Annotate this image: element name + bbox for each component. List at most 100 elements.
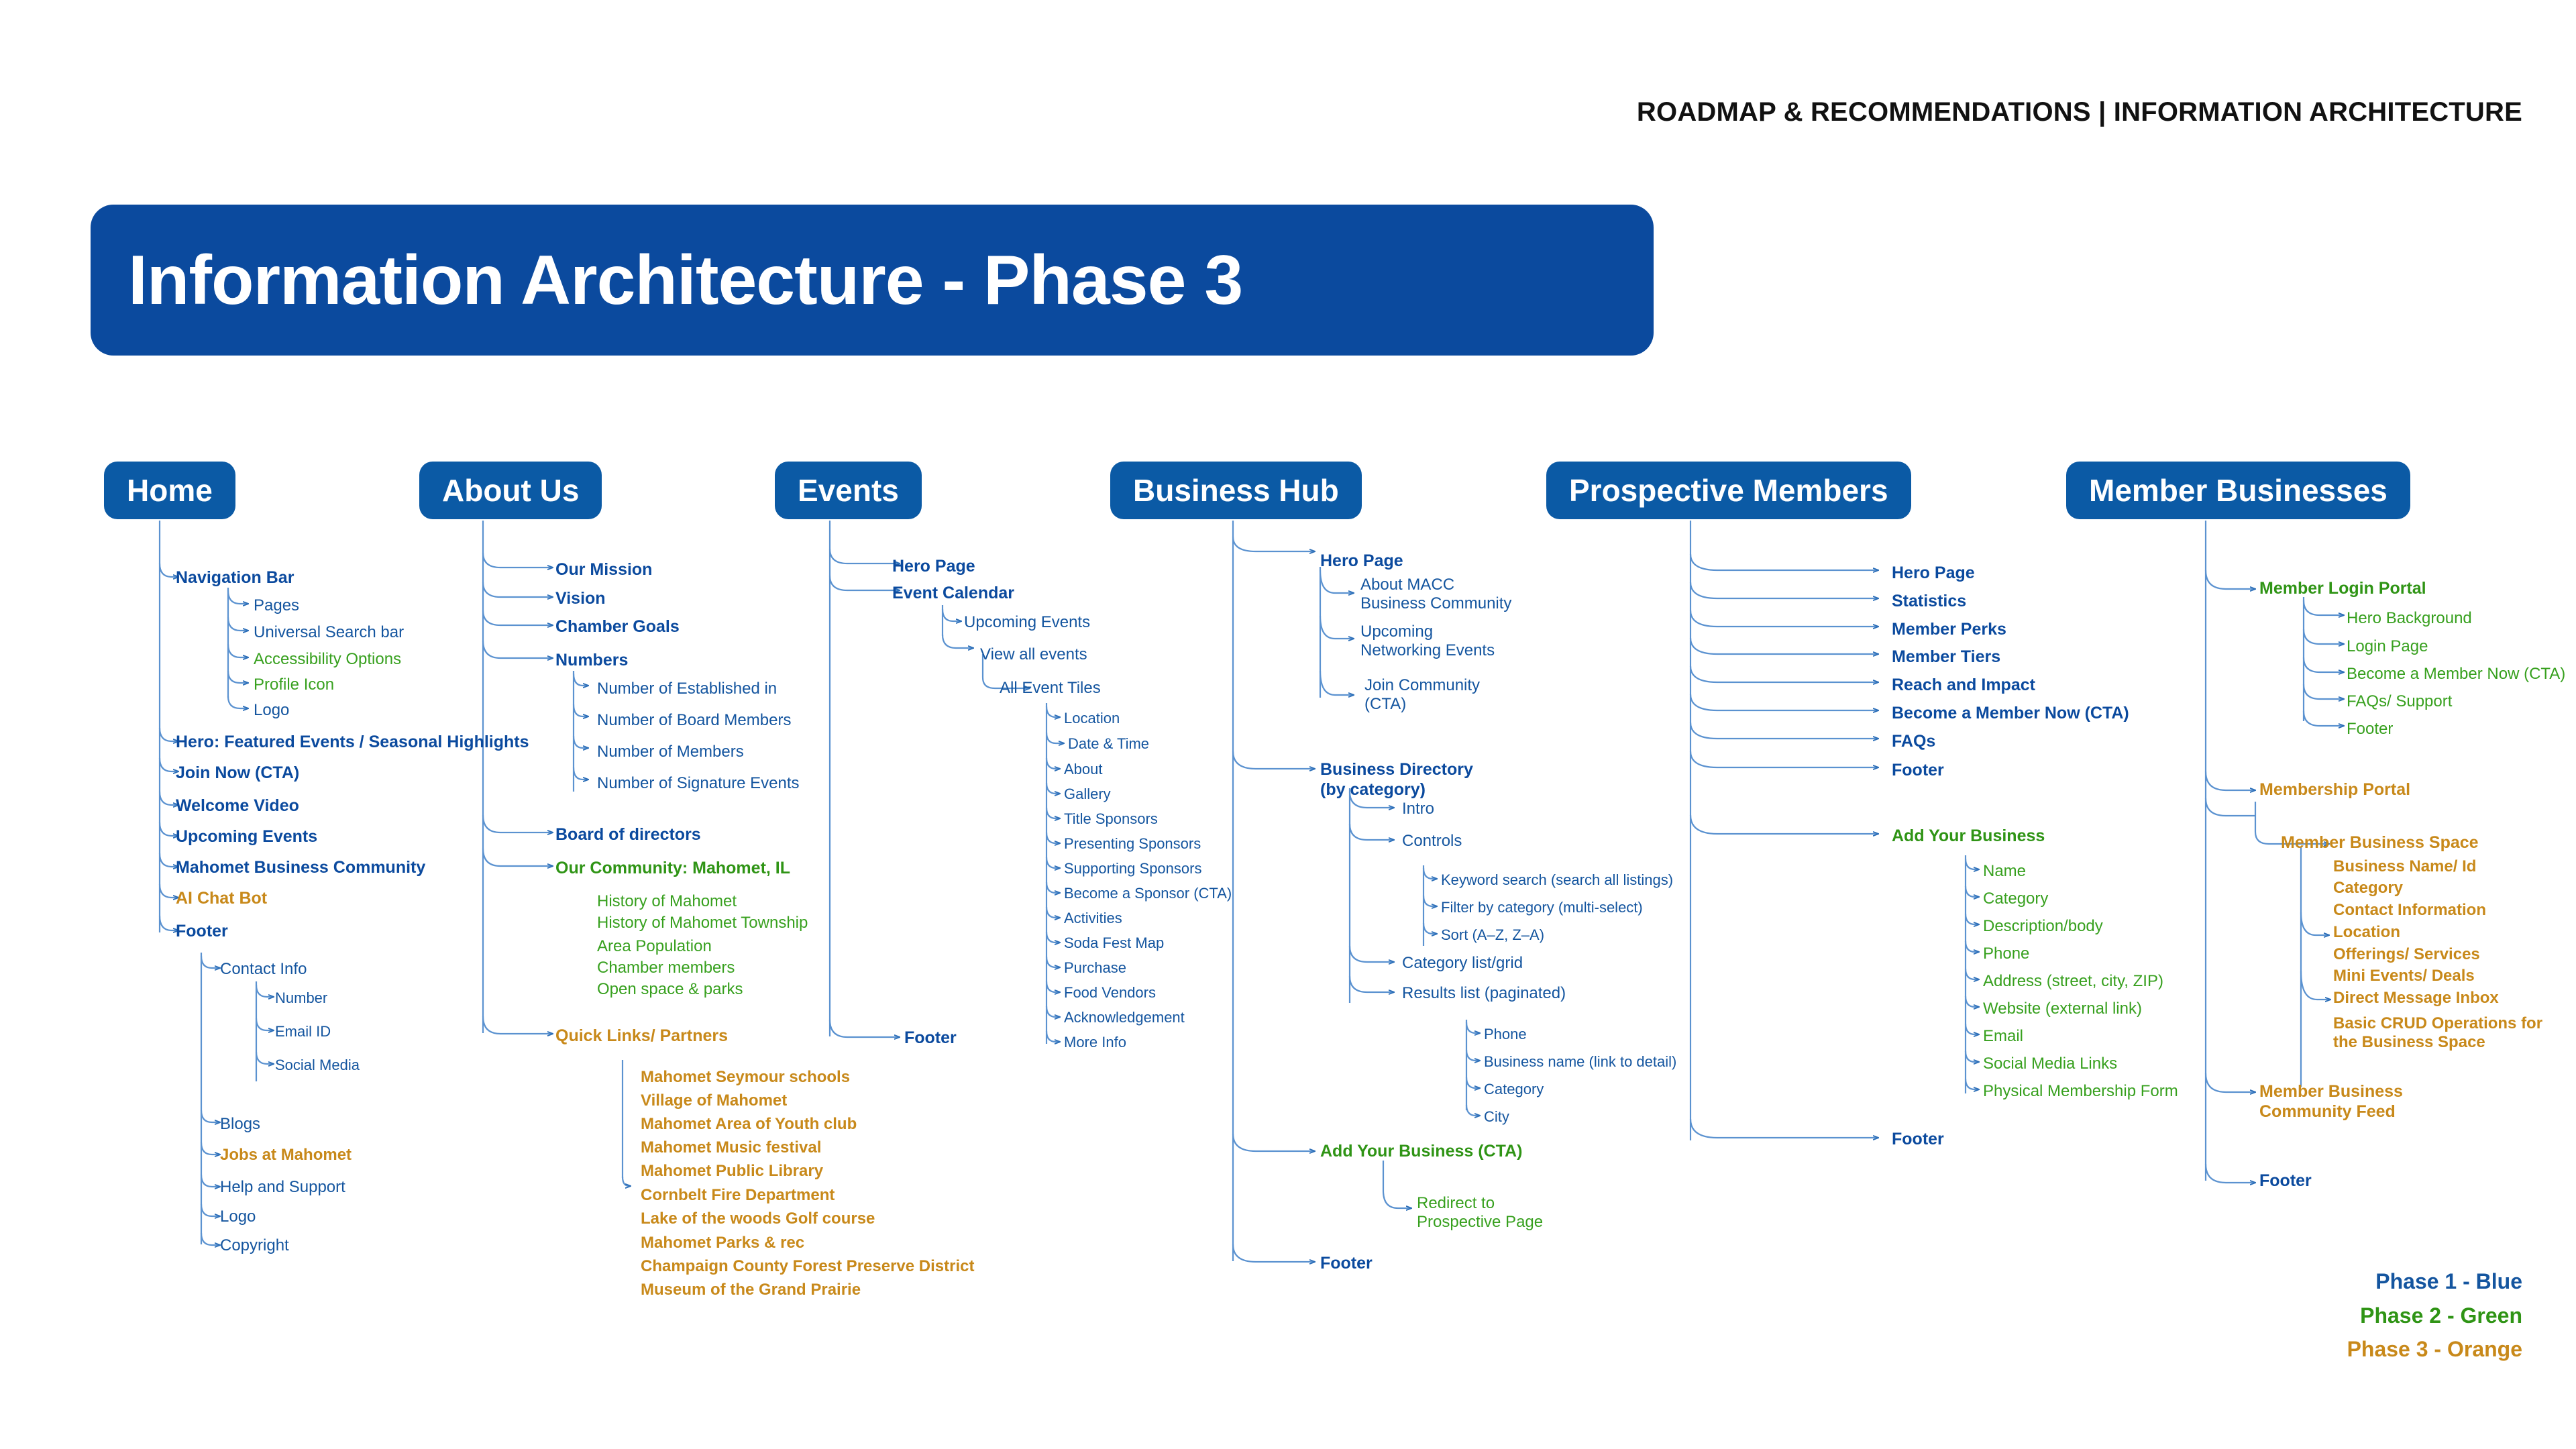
hub-directory-child-results-list[interactable]: Results list (paginated) [1402,984,1566,1002]
hub-hero-child-about-macc[interactable]: About MACC Business Community [1360,576,1512,613]
hub-results-child-city[interactable]: City [1484,1108,1509,1125]
column-header-member-businesses[interactable]: Member Businesses [2066,462,2410,519]
prospective-node-member-perks[interactable]: Member Perks [1892,620,2006,639]
prospective-add-child-name[interactable]: Name [1983,862,2027,880]
prospective-node-reach-impact[interactable]: Reach and Impact [1892,676,2035,694]
member-login-child-footer[interactable]: Footer [2347,720,2394,738]
member-space-child-location[interactable]: Location [2333,923,2400,941]
events-node-footer[interactable]: Footer [904,1028,957,1047]
home-footer-child-blogs[interactable]: Blogs [220,1115,261,1133]
column-header-events[interactable]: Events [775,462,922,519]
prospective-add-child-social-links[interactable]: Social Media Links [1983,1055,2118,1073]
member-login-child-become-member[interactable]: Become a Member Now (CTA) [2347,665,2566,683]
home-node-business-community[interactable]: Mahomet Business Community [176,858,426,877]
events-calendar-child-view-all-events[interactable]: View all events [980,645,1087,663]
events-calendar-child-all-event-tiles[interactable]: All Event Tiles [1000,679,1101,697]
member-node-footer[interactable]: Footer [2259,1171,2312,1190]
column-header-home[interactable]: Home [104,462,235,519]
hub-controls-child-filter-category[interactable]: Filter by category (multi-select) [1441,899,1643,916]
member-space-child-contact-info[interactable]: Contact Information [2333,901,2486,919]
events-node-event-calendar[interactable]: Event Calendar [892,584,1015,602]
events-tile-child-acknowledgement[interactable]: Acknowledgement [1064,1009,1185,1026]
about-partner-mahomet-area-youth-club[interactable]: Mahomet Area of Youth club [641,1115,857,1133]
prospective-add-child-website[interactable]: Website (external link) [1983,1000,2142,1018]
about-numbers-child-signature-events[interactable]: Number of Signature Events [597,774,800,792]
about-partner-champaign-forest-preserve[interactable]: Champaign County Forest Preserve Distric… [641,1257,975,1275]
about-community-child-open-space-parks[interactable]: Open space & parks [597,980,743,998]
hub-node-footer[interactable]: Footer [1320,1254,1373,1273]
events-tile-child-more-info[interactable]: More Info [1064,1034,1126,1051]
events-tile-child-gallery[interactable]: Gallery [1064,786,1111,802]
hub-hero-child-join-community[interactable]: Join Community (CTA) [1364,676,1481,714]
home-node-upcoming-events[interactable]: Upcoming Events [176,827,318,846]
prospective-add-child-physical-form[interactable]: Physical Membership Form [1983,1082,2178,1100]
hub-directory-child-controls[interactable]: Controls [1402,832,1462,850]
home-contact-child-number[interactable]: Number [275,989,328,1006]
about-node-our-mission[interactable]: Our Mission [555,560,653,579]
events-tile-child-soda-fest-map[interactable]: Soda Fest Map [1064,934,1165,951]
about-community-child-history-township[interactable]: History of Mahomet Township [597,914,808,932]
about-node-chamber-goals[interactable]: Chamber Goals [555,617,680,636]
home-footer-child-jobs-at-mahomet[interactable]: Jobs at Mahomet [220,1146,352,1164]
about-partner-mahomet-seymour-schools[interactable]: Mahomet Seymour schools [641,1068,851,1086]
about-partner-mahomet-music-festival[interactable]: Mahomet Music festival [641,1138,822,1157]
events-calendar-child-upcoming-events[interactable]: Upcoming Events [964,613,1091,631]
prospective-node-faqs[interactable]: FAQs [1892,732,1936,751]
prospective-add-child-address[interactable]: Address (street, city, ZIP) [1983,972,2163,990]
home-node-ai-chat-bot[interactable]: AI Chat Bot [176,889,268,908]
home-nav-child-universal-search[interactable]: Universal Search bar [254,623,405,641]
prospective-add-child-description[interactable]: Description/body [1983,917,2103,935]
about-numbers-child-members[interactable]: Number of Members [597,743,744,761]
about-node-numbers[interactable]: Numbers [555,651,629,669]
home-node-join-now[interactable]: Join Now (CTA) [176,763,300,782]
member-login-child-hero-background[interactable]: Hero Background [2347,609,2472,627]
prospective-add-child-email[interactable]: Email [1983,1027,2024,1045]
events-tile-child-food-vendors[interactable]: Food Vendors [1064,984,1156,1001]
home-node-navigation-bar[interactable]: Navigation Bar [176,568,294,587]
column-header-prospective-members[interactable]: Prospective Members [1546,462,1911,519]
home-contact-child-social-media[interactable]: Social Media [275,1057,360,1073]
hub-node-add-your-business[interactable]: Add Your Business (CTA) [1320,1142,1523,1161]
events-tile-child-supporting-sponsors[interactable]: Supporting Sponsors [1064,860,1202,877]
prospective-node-become-member[interactable]: Become a Member Now (CTA) [1892,704,2129,722]
member-space-child-business-name[interactable]: Business Name/ Id [2333,857,2477,875]
events-tile-child-title-sponsors[interactable]: Title Sponsors [1064,810,1158,827]
prospective-node-statistics[interactable]: Statistics [1892,592,1967,610]
column-header-about-us[interactable]: About Us [419,462,602,519]
about-community-child-history-mahomet[interactable]: History of Mahomet [597,892,737,910]
hub-directory-child-intro[interactable]: Intro [1402,800,1435,818]
about-partner-lake-of-the-woods-golf[interactable]: Lake of the woods Golf course [641,1210,875,1228]
hub-node-hero-page[interactable]: Hero Page [1320,551,1403,570]
about-partner-mahomet-parks-rec[interactable]: Mahomet Parks & rec [641,1234,805,1252]
member-space-child-mini-events[interactable]: Mini Events/ Deals [2333,967,2475,985]
prospective-add-child-phone[interactable]: Phone [1983,945,2030,963]
prospective-node-footer-bottom[interactable]: Footer [1892,1130,1944,1148]
member-login-child-login-page[interactable]: Login Page [2347,637,2428,655]
hub-results-child-business-name[interactable]: Business name (link to detail) [1484,1053,1677,1070]
home-footer-child-contact-info[interactable]: Contact Info [220,960,307,978]
about-numbers-child-established[interactable]: Number of Established in [597,680,777,698]
about-numbers-child-board-members[interactable]: Number of Board Members [597,711,792,729]
home-contact-child-email-id[interactable]: Email ID [275,1023,331,1040]
home-footer-child-copyright[interactable]: Copyright [220,1236,289,1254]
events-tile-child-activities[interactable]: Activities [1064,910,1122,926]
member-space-child-category[interactable]: Category [2333,879,2404,897]
home-nav-child-accessibility[interactable]: Accessibility Options [254,650,402,668]
events-tile-child-about[interactable]: About [1064,761,1103,777]
member-node-membership-portal[interactable]: Membership Portal [2259,780,2411,799]
about-partner-museum-grand-prairie[interactable]: Museum of the Grand Prairie [641,1281,861,1299]
events-tile-child-presenting-sponsors[interactable]: Presenting Sponsors [1064,835,1201,852]
about-node-our-community[interactable]: Our Community: Mahomet, IL [555,859,790,877]
member-node-login-portal[interactable]: Member Login Portal [2259,579,2426,598]
prospective-add-child-category[interactable]: Category [1983,890,2049,908]
about-community-child-chamber-members[interactable]: Chamber members [597,959,735,977]
events-node-hero-page[interactable]: Hero Page [892,557,975,576]
home-footer-child-help-support[interactable]: Help and Support [220,1178,345,1196]
events-tile-child-location[interactable]: Location [1064,710,1120,727]
member-space-child-crud-operations[interactable]: Basic CRUD Operations for the Business S… [2333,1014,2543,1052]
member-login-child-faqs-support[interactable]: FAQs/ Support [2347,692,2453,710]
about-partner-mahomet-public-library[interactable]: Mahomet Public Library [641,1162,824,1180]
events-tile-child-purchase[interactable]: Purchase [1064,959,1126,976]
about-node-quick-links-partners[interactable]: Quick Links/ Partners [555,1026,729,1045]
hub-hero-child-networking-events[interactable]: Upcoming Networking Events [1360,623,1495,660]
